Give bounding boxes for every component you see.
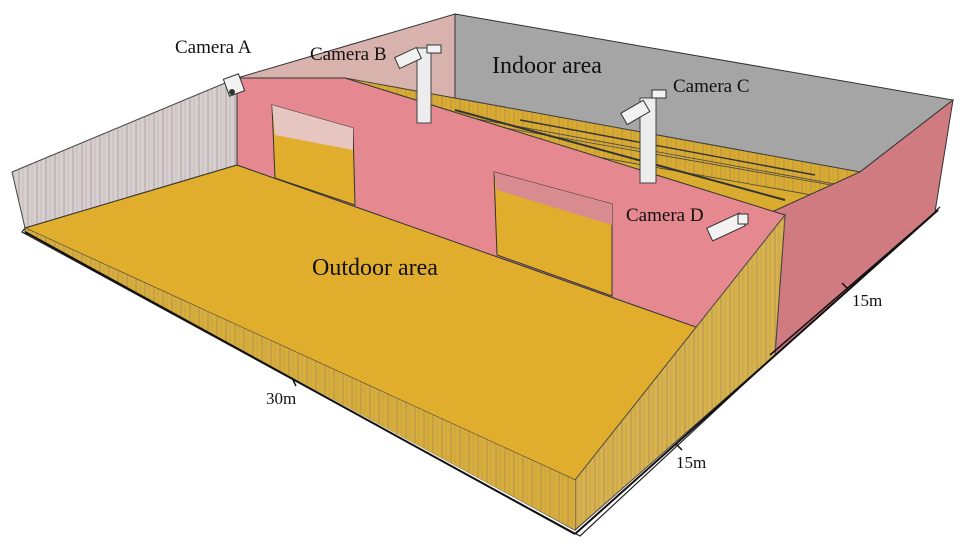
camera-d-icon xyxy=(706,212,749,242)
camera-a-label: Camera A xyxy=(175,37,252,58)
front-long-fence-bars xyxy=(25,228,575,530)
door-right-top xyxy=(494,172,612,225)
camera-b-icon xyxy=(393,44,442,70)
camera-a-icon xyxy=(222,73,246,97)
outdoor-area-label: Outdoor area xyxy=(312,255,438,281)
camera-b-pole xyxy=(416,47,432,124)
door-left-top xyxy=(272,105,353,150)
tick-15m-front xyxy=(675,443,683,451)
camera-c-pole xyxy=(639,97,657,184)
dimension-15m-back: 15m xyxy=(852,291,883,310)
dimension-30m: 30m xyxy=(266,389,297,408)
front-right-fence-bars xyxy=(575,215,785,530)
indoor-divider-1 xyxy=(454,109,786,201)
tick-15m-back xyxy=(841,282,849,290)
camera-c-label: Camera C xyxy=(673,76,750,97)
dimension-15m-front: 15m xyxy=(676,453,707,472)
indoor-area-label: Indoor area xyxy=(492,53,602,79)
camera-c-icon xyxy=(620,89,667,126)
left-fence-bars xyxy=(12,78,237,228)
camera-b-label: Camera B xyxy=(310,44,387,65)
tick-30m xyxy=(291,377,297,387)
dimension-lines xyxy=(24,209,939,535)
camera-d-label: Camera D xyxy=(626,205,704,226)
indoor-divider-2 xyxy=(519,119,816,176)
